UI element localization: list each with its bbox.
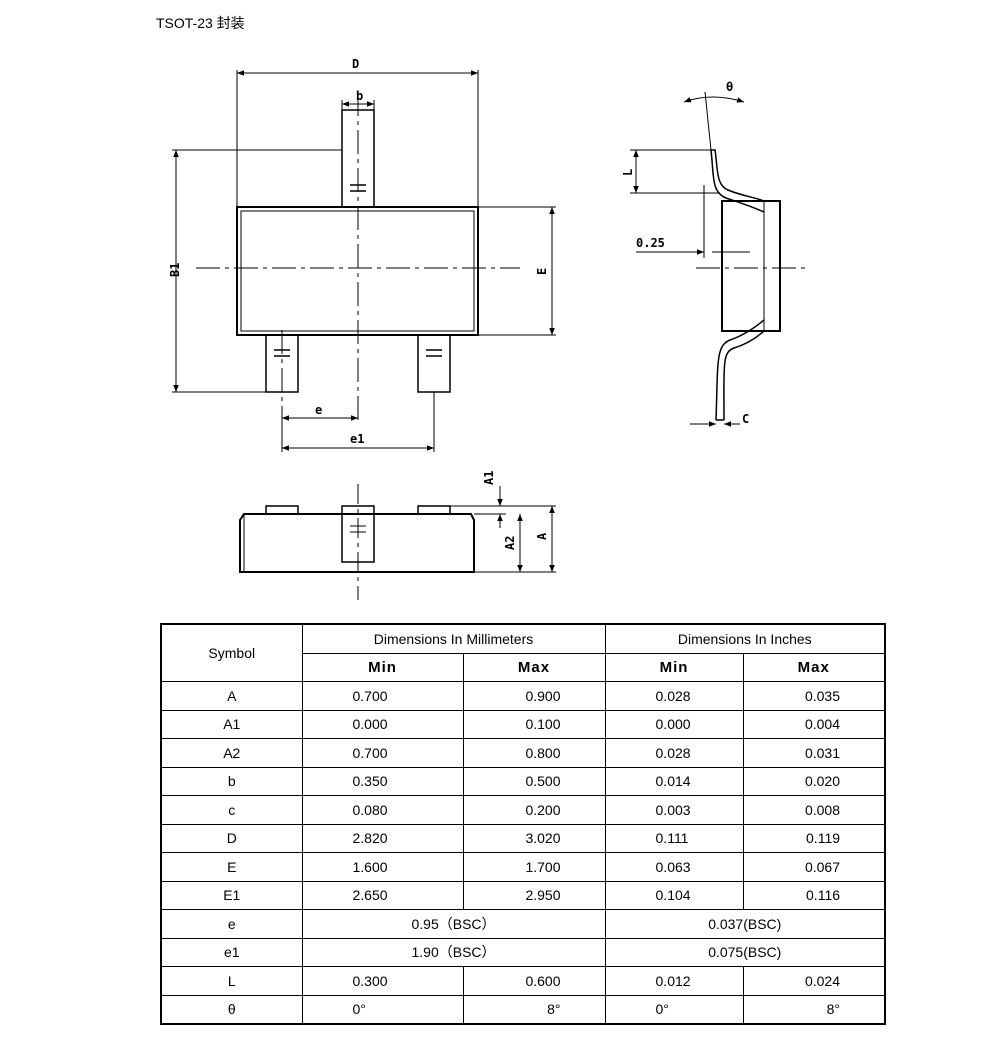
in-min-cell: 0.111 — [604, 823, 744, 853]
in-min-cell: 0.063 — [604, 852, 744, 882]
dimensions-table: Symbol Dimensions In Millimeters Dimensi… — [160, 623, 887, 1025]
table-row: θ 0° 8° 0° 8° — [160, 994, 886, 1025]
label-C: C — [742, 412, 749, 426]
label-A: A — [535, 532, 549, 540]
mm-min-cell: 0.300 — [301, 966, 464, 996]
table-header-row: Symbol Dimensions In Millimeters Dimensi… — [160, 623, 886, 682]
mm-max-cell: 0.800 — [462, 738, 606, 768]
mm-min-cell: 1.600 — [301, 852, 464, 882]
mm-min-cell: 0.000 — [301, 709, 464, 739]
symbol-cell: A2 — [160, 738, 303, 768]
table-row: e1 1.90（BSC） 0.075(BSC) — [160, 937, 886, 967]
symbol-cell: θ — [160, 994, 303, 1025]
table-row: b 0.350 0.500 0.014 0.020 — [160, 766, 886, 796]
in-min-cell: 0.028 — [604, 681, 744, 711]
mm-max-header: Max — [462, 652, 606, 682]
symbol-header: Symbol — [160, 623, 303, 682]
in-min-cell: 0.028 — [604, 738, 744, 768]
in-max-cell: 0.024 — [742, 966, 886, 996]
table-row: A1 0.000 0.100 0.000 0.004 — [160, 709, 886, 739]
mm-min-cell: 0.700 — [301, 681, 464, 711]
in-max-cell: 0.004 — [742, 709, 886, 739]
table-row: c 0.080 0.200 0.003 0.008 — [160, 795, 886, 825]
symbol-cell: c — [160, 795, 303, 825]
label-A2: A2 — [503, 536, 517, 550]
page-title: TSOT-23 封装 — [156, 15, 245, 31]
label-b: b — [356, 89, 363, 103]
symbol-cell: D — [160, 823, 303, 853]
table-row: D 2.820 3.020 0.111 0.119 — [160, 823, 886, 853]
label-e1: e1 — [350, 432, 364, 446]
symbol-cell: A — [160, 681, 303, 711]
mm-max-cell: 8° — [462, 994, 606, 1025]
in-max-cell: 0.020 — [742, 766, 886, 796]
mm-min-cell: 0° — [301, 994, 464, 1025]
mm-max-cell: 2.950 — [462, 880, 606, 910]
mm-bsc-cell: 1.90（BSC） — [301, 937, 606, 967]
in-max-cell: 0.119 — [742, 823, 886, 853]
mm-max-cell: 3.020 — [462, 823, 606, 853]
symbol-cell: e — [160, 909, 303, 939]
mm-max-cell: 0.200 — [462, 795, 606, 825]
mm-min-cell: 0.350 — [301, 766, 464, 796]
in-bsc-cell: 0.075(BSC) — [604, 937, 886, 967]
in-bsc-cell: 0.037(BSC) — [604, 909, 886, 939]
table-row: A 0.700 0.900 0.028 0.035 — [160, 681, 886, 711]
label-A1: A1 — [482, 471, 496, 485]
in-min-cell: 0.014 — [604, 766, 744, 796]
mm-max-cell: 0.600 — [462, 966, 606, 996]
mm-bsc-cell: 0.95（BSC） — [301, 909, 606, 939]
in-max-cell: 0.067 — [742, 852, 886, 882]
table-row: e 0.95（BSC） 0.037(BSC) — [160, 909, 886, 939]
table-row: E 1.600 1.700 0.063 0.067 — [160, 852, 886, 882]
mm-min-cell: 2.650 — [301, 880, 464, 910]
in-min-header: Min — [604, 652, 744, 682]
package-drawing: D b B1 E e e1 θ L 0.25 C — [168, 57, 808, 600]
mm-min-cell: 2.820 — [301, 823, 464, 853]
front-view — [239, 484, 556, 600]
mm-min-cell: 0.080 — [301, 795, 464, 825]
symbol-cell: e1 — [160, 937, 303, 967]
label-D: D — [352, 57, 359, 71]
table-row: L 0.300 0.600 0.012 0.024 — [160, 966, 886, 996]
mm-min-header: Min — [301, 652, 464, 682]
label-0-25: 0.25 — [636, 236, 665, 250]
mm-max-cell: 1.700 — [462, 852, 606, 882]
symbol-cell: A1 — [160, 709, 303, 739]
top-view — [172, 70, 556, 452]
symbol-cell: L — [160, 966, 303, 996]
label-B1: B1 — [168, 263, 182, 277]
in-max-cell: 0.035 — [742, 681, 886, 711]
mm-min-cell: 0.700 — [301, 738, 464, 768]
symbol-cell: E — [160, 852, 303, 882]
mm-max-cell: 0.900 — [462, 681, 606, 711]
in-max-cell: 0.008 — [742, 795, 886, 825]
in-max-cell: 8° — [742, 994, 886, 1025]
mm-header: Dimensions In Millimeters — [301, 623, 606, 654]
mm-max-cell: 0.500 — [462, 766, 606, 796]
label-E: E — [535, 268, 549, 275]
in-max-cell: 0.031 — [742, 738, 886, 768]
in-min-cell: 0.003 — [604, 795, 744, 825]
symbol-cell: E1 — [160, 880, 303, 910]
label-e: e — [315, 403, 322, 417]
in-min-cell: 0.012 — [604, 966, 744, 996]
label-L: L — [621, 169, 635, 176]
symbol-cell: b — [160, 766, 303, 796]
in-min-cell: 0.104 — [604, 880, 744, 910]
side-view — [630, 91, 808, 427]
inch-header: Dimensions In Inches — [604, 623, 886, 654]
in-min-cell: 0° — [604, 994, 744, 1025]
in-max-header: Max — [742, 652, 886, 682]
table-row: A2 0.700 0.800 0.028 0.031 — [160, 738, 886, 768]
table-row: E1 2.650 2.950 0.104 0.116 — [160, 880, 886, 910]
in-min-cell: 0.000 — [604, 709, 744, 739]
mm-max-cell: 0.100 — [462, 709, 606, 739]
in-max-cell: 0.116 — [742, 880, 886, 910]
label-theta: θ — [726, 80, 733, 94]
